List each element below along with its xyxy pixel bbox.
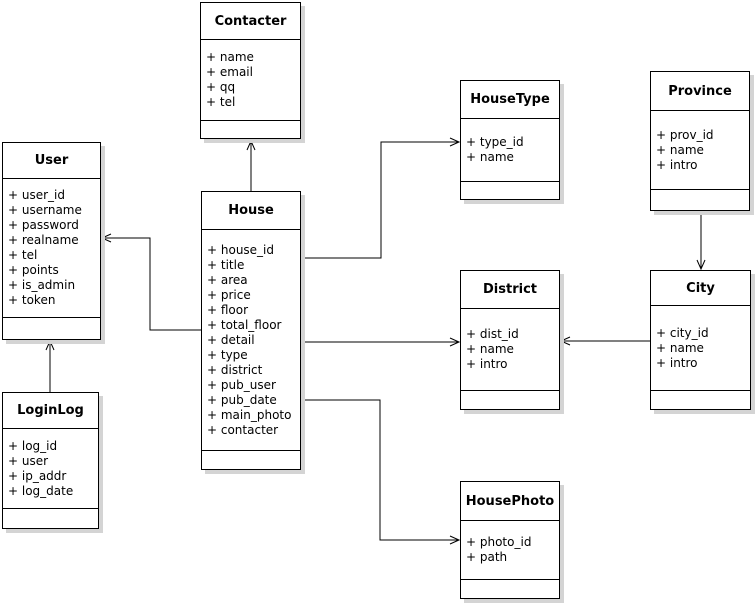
class-attribute: + pub_date bbox=[207, 392, 277, 407]
class-name: Province bbox=[651, 72, 749, 111]
class-attribute: + name bbox=[656, 340, 704, 355]
class-box-housetype[interactable]: HouseType + type_id+ name bbox=[460, 80, 560, 200]
class-attributes: + house_id+ title+ area+ price+ floor+ t… bbox=[202, 230, 300, 451]
class-box-house[interactable]: House + house_id+ title+ area+ price+ fl… bbox=[201, 191, 301, 470]
class-attribute: + email bbox=[206, 65, 253, 79]
class-attribute: + log_id bbox=[8, 438, 58, 453]
class-attributes: + user_id+ username+ password+ realname+… bbox=[3, 179, 100, 318]
class-attributes: + dist_id+ name+ intro bbox=[461, 309, 559, 391]
class-attribute: + prov_id bbox=[656, 127, 714, 142]
class-attribute: + path bbox=[466, 550, 508, 564]
class-attribute: + user bbox=[8, 453, 49, 468]
class-attribute: + ip_addr bbox=[8, 468, 67, 483]
class-box-contacter[interactable]: Contacter + name+ email+ qq+ tel bbox=[200, 2, 301, 139]
class-box-district[interactable]: District + dist_id+ name+ intro bbox=[460, 270, 560, 410]
class-attribute: + name bbox=[206, 50, 254, 64]
class-attribute: + token bbox=[8, 293, 56, 307]
class-attribute: + is_admin bbox=[8, 278, 76, 292]
class-attribute: + name bbox=[466, 150, 514, 164]
class-name: User bbox=[3, 143, 100, 179]
class-attribute: + password bbox=[8, 218, 79, 232]
class-attribute: + username bbox=[8, 203, 82, 217]
class-attributes: + log_id+ user+ ip_addr+ log_date bbox=[3, 429, 98, 509]
class-attribute: + name bbox=[656, 142, 704, 157]
class-operations-compartment bbox=[3, 318, 100, 339]
class-name: HousePhoto bbox=[461, 482, 559, 521]
class-attribute: + photo_id bbox=[466, 535, 532, 549]
class-operations-compartment bbox=[202, 451, 300, 469]
class-attribute: + main_photo bbox=[207, 407, 292, 422]
class-attributes: + name+ email+ qq+ tel bbox=[201, 40, 300, 121]
class-attribute: + detail bbox=[207, 332, 255, 347]
class-operations-compartment bbox=[3, 509, 98, 528]
class-attribute: + intro bbox=[656, 355, 698, 370]
class-attribute: + log_date bbox=[8, 483, 74, 498]
class-operations-compartment bbox=[651, 190, 749, 210]
class-attribute: + district bbox=[207, 362, 263, 377]
class-box-loginlog[interactable]: LoginLog + log_id+ user+ ip_addr+ log_da… bbox=[2, 392, 99, 529]
class-attribute: + dist_id bbox=[466, 327, 519, 341]
class-name: City bbox=[651, 271, 750, 306]
class-attribute: + type bbox=[207, 347, 248, 362]
class-attribute: + intro bbox=[656, 157, 698, 172]
class-attribute: + title bbox=[207, 257, 245, 272]
class-operations-compartment bbox=[201, 121, 300, 138]
connector-house-user bbox=[100, 233, 201, 331]
class-box-province[interactable]: Province + prov_id+ name+ intro bbox=[650, 71, 750, 211]
class-attribute: + type_id bbox=[466, 135, 524, 149]
connector-house-housetype bbox=[301, 137, 461, 259]
connector-house-housephoto bbox=[301, 399, 461, 545]
class-attribute: + tel bbox=[206, 95, 236, 109]
class-attribute: + intro bbox=[466, 357, 508, 371]
class-operations-compartment bbox=[461, 580, 559, 598]
class-attributes: + prov_id+ name+ intro bbox=[651, 111, 749, 190]
class-attribute: + area bbox=[207, 272, 248, 287]
class-name: Contacter bbox=[201, 3, 300, 40]
class-attribute: + points bbox=[8, 263, 59, 277]
class-attribute: + contacter bbox=[207, 422, 279, 437]
class-name: LoginLog bbox=[3, 393, 98, 429]
class-attributes: + type_id+ name bbox=[461, 119, 559, 182]
class-attribute: + total_floor bbox=[207, 317, 282, 332]
class-attributes: + city_id+ name+ intro bbox=[651, 306, 750, 391]
class-attribute: + qq bbox=[206, 80, 236, 94]
class-box-housephoto[interactable]: HousePhoto + photo_id+ path bbox=[460, 481, 560, 599]
class-operations-compartment bbox=[461, 182, 559, 199]
class-name: HouseType bbox=[461, 81, 559, 119]
class-attribute: + price bbox=[207, 287, 251, 302]
class-attribute: + tel bbox=[8, 248, 38, 262]
class-attribute: + floor bbox=[207, 302, 249, 317]
class-box-city[interactable]: City + city_id+ name+ intro bbox=[650, 270, 751, 410]
class-attribute: + city_id bbox=[656, 325, 709, 340]
class-operations-compartment bbox=[461, 391, 559, 409]
class-attribute: + pub_user bbox=[207, 377, 276, 392]
class-name: House bbox=[202, 192, 300, 230]
class-attribute: + user_id bbox=[8, 188, 65, 202]
class-attribute: + house_id bbox=[207, 242, 275, 257]
class-attribute: + name bbox=[466, 342, 514, 356]
class-attributes: + photo_id+ path bbox=[461, 521, 559, 580]
class-box-user[interactable]: User + user_id+ username+ password+ real… bbox=[2, 142, 101, 340]
class-name: District bbox=[461, 271, 559, 309]
class-operations-compartment bbox=[651, 391, 750, 409]
class-attribute: + realname bbox=[8, 233, 79, 247]
